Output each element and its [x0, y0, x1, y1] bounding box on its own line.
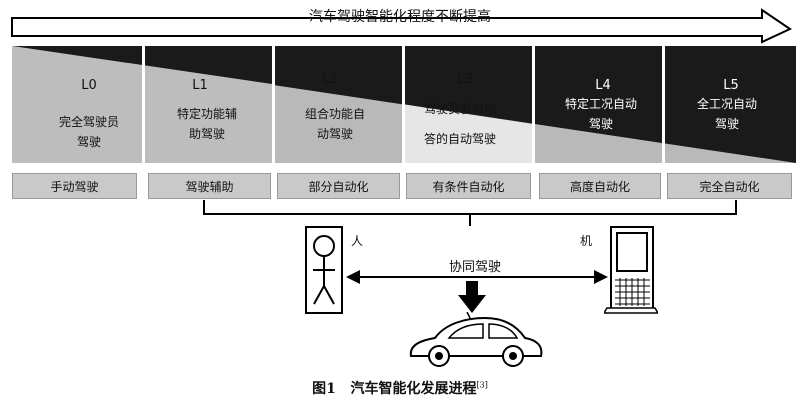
level-desc-l2: 组合功能自 动驾驶 — [304, 107, 365, 141]
figure-number: 图1 — [312, 381, 336, 397]
level-code-l3: L3 — [457, 72, 473, 87]
down-arrow — [458, 281, 486, 313]
stage-full: 完全自动化 — [667, 173, 792, 199]
stage-conditional: 有条件自动化 — [406, 173, 531, 199]
level-desc-l0: 完全驾驶员 驾驶 — [58, 115, 119, 149]
level-desc-l3: 驾驶员参与应 答的自动驾驶 — [423, 102, 496, 146]
human-icon — [313, 235, 335, 305]
double-arrow — [346, 270, 608, 284]
human-label: 人 — [351, 234, 364, 248]
level-code-l4: L4 — [595, 78, 611, 93]
machine-icon — [604, 226, 658, 314]
level-code-l5: L5 — [723, 78, 739, 93]
level-desc-l1: 特定功能辅 助驾驶 — [176, 107, 237, 141]
stage-manual: 手动驾驶 — [12, 173, 137, 199]
progress-arrow-label: 汽车驾驶智能化程度不断提高 — [309, 9, 491, 25]
stage-high: 高度自动化 — [539, 173, 661, 199]
progress-arrow — [11, 8, 793, 44]
figure-title: 汽车智能化发展进程 — [350, 381, 477, 397]
machine-label: 机 — [580, 234, 593, 248]
stage-partial: 部分自动化 — [277, 173, 400, 199]
level-code-l0: L0 — [81, 78, 97, 93]
level-code-l1: L1 — [192, 78, 208, 93]
figure-ref: [3] — [476, 380, 488, 390]
level-desc-l4: 特定工况自动 驾驶 — [564, 97, 637, 131]
collaborative-driving-label: 协同驾驶 — [448, 260, 501, 275]
level-bands — [12, 46, 796, 163]
bracket-connector — [203, 200, 737, 226]
level-desc-l5: 全工况自动 驾驶 — [696, 97, 757, 131]
stage-assist: 驾驶辅助 — [148, 173, 271, 199]
figure-caption: 图1 汽车智能化发展进程[3] — [0, 378, 800, 398]
level-code-l2: L2 — [322, 72, 338, 87]
human-figure-box — [305, 226, 343, 314]
car-icon — [409, 312, 543, 367]
